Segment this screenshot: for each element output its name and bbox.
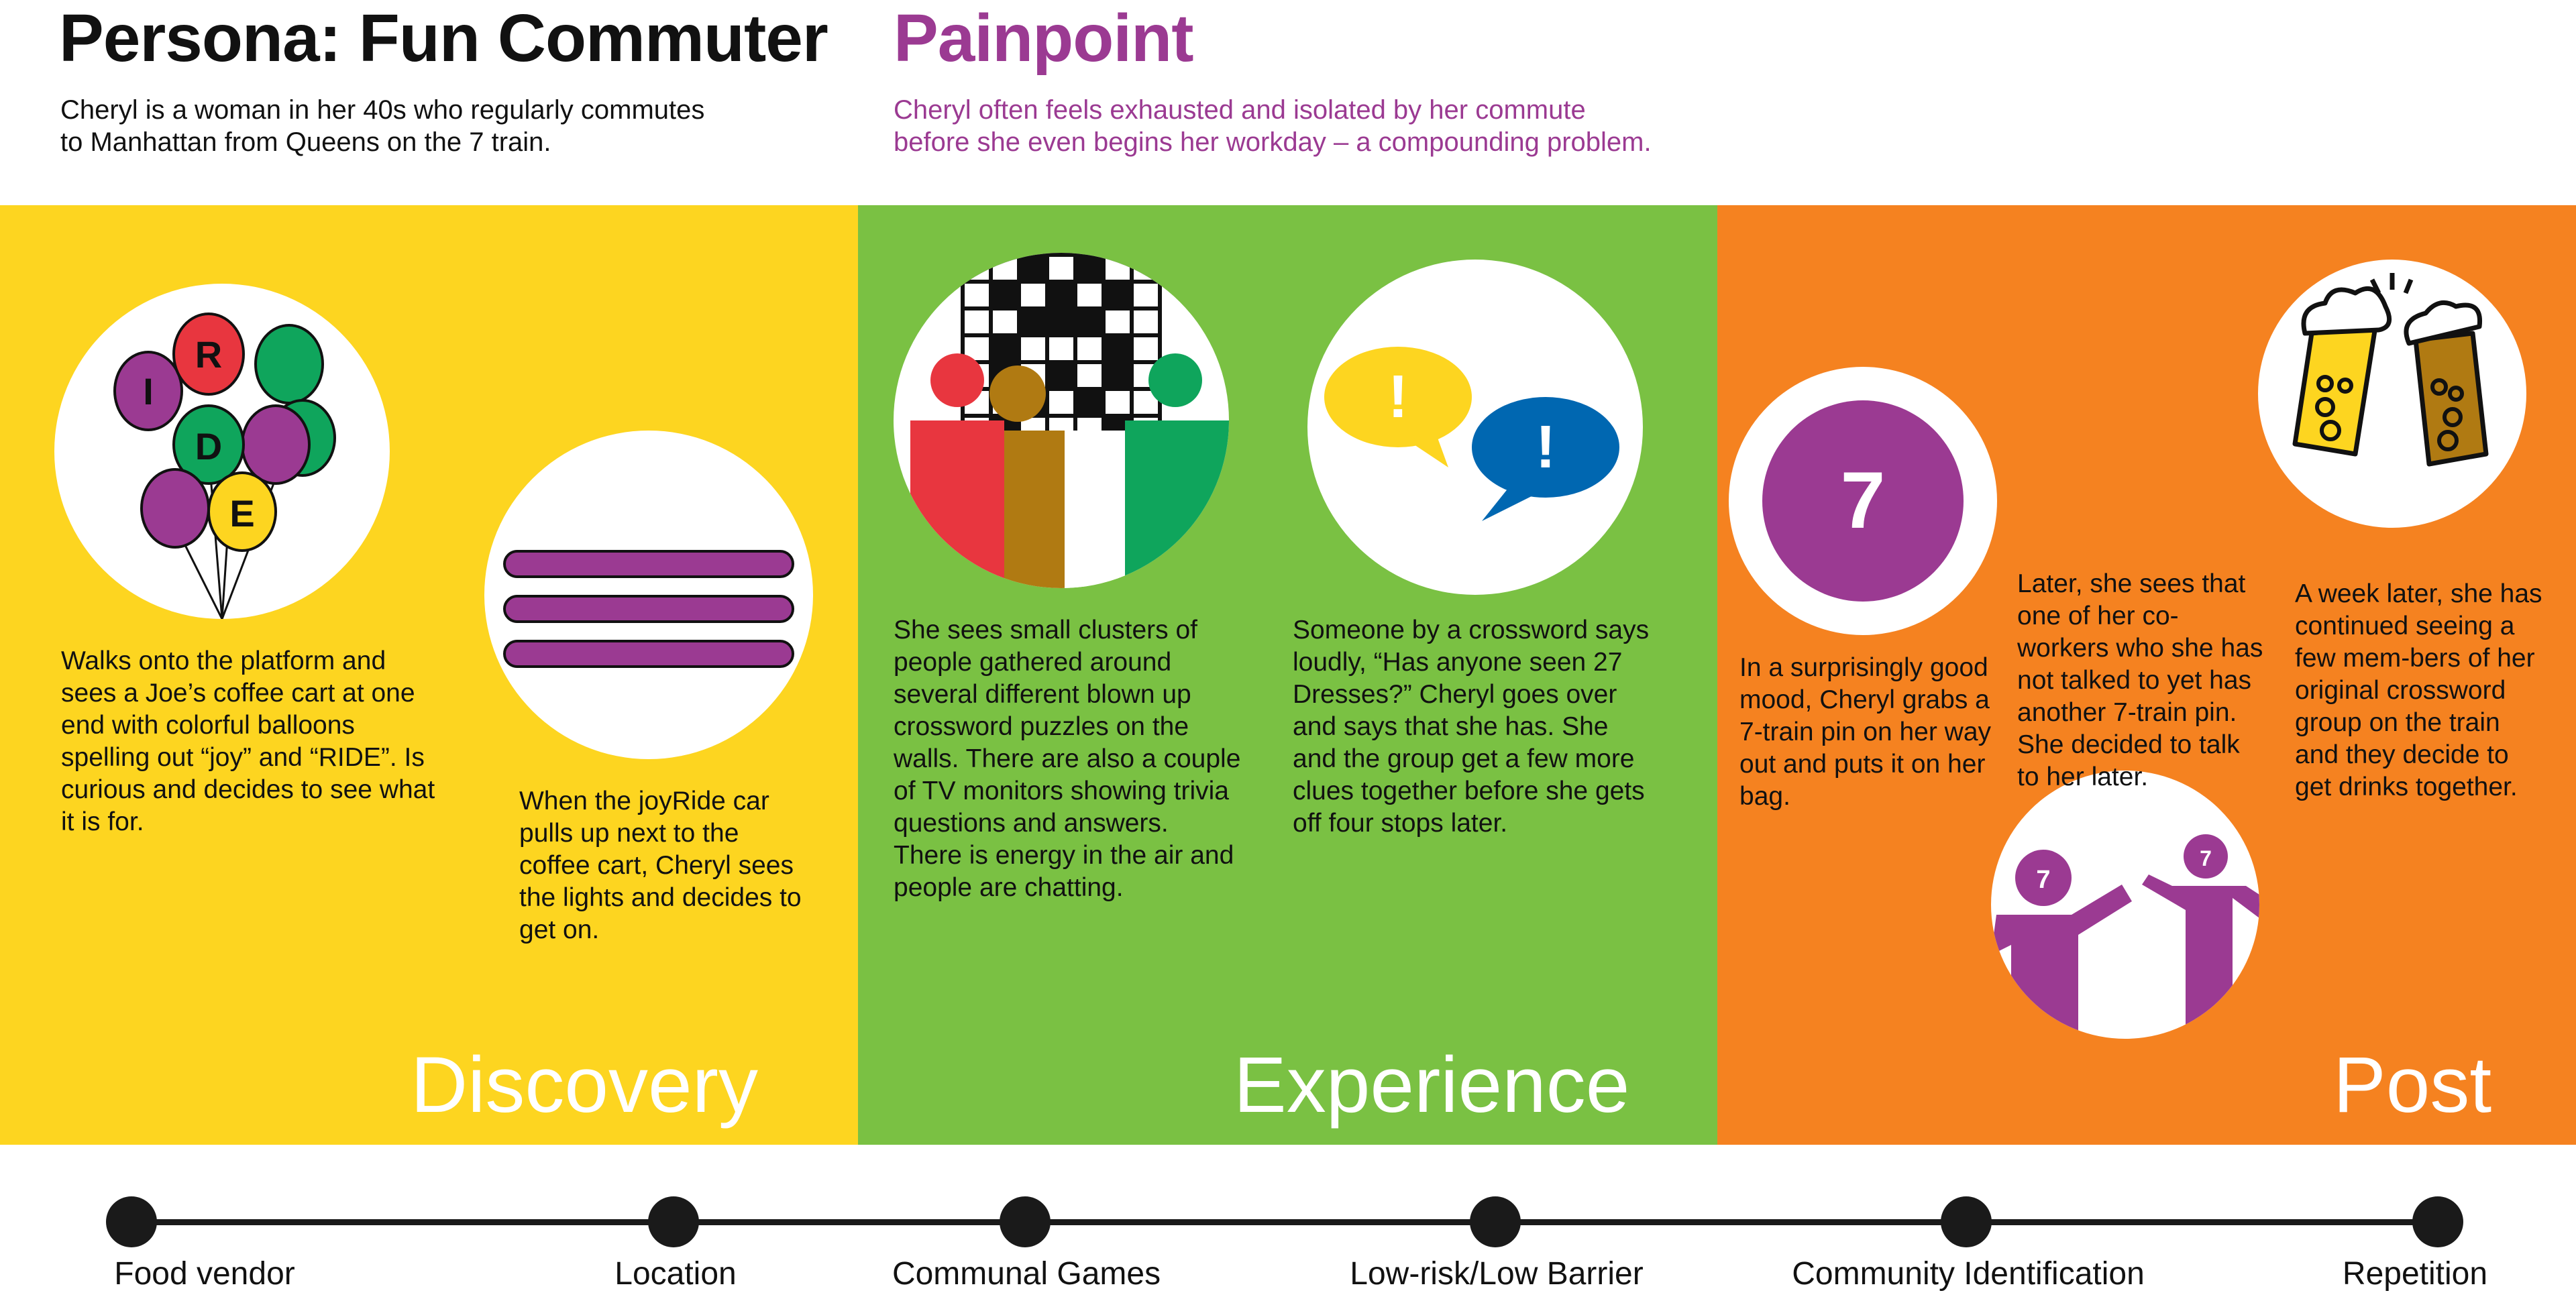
timeline-label: Low-risk/Low Barrier — [1350, 1256, 1644, 1292]
coworkers-pins-icon: 7 7 — [1991, 771, 2259, 1039]
crossword-cell — [1134, 310, 1158, 333]
timeline-label: Location — [614, 1256, 737, 1292]
post-step-3: A week later, she has continued seeing a… — [2295, 579, 2542, 801]
balloon-letter: E — [229, 492, 254, 534]
crossword-cell — [965, 310, 989, 333]
svg-text:7: 7 — [2036, 866, 2050, 894]
timeline-line — [131, 1219, 2438, 1225]
balloon-letter: I — [143, 370, 154, 412]
crossword-cell — [1021, 284, 1045, 306]
crossword-group-icon — [894, 253, 1229, 588]
crossword-cell — [1106, 391, 1130, 414]
timeline-label: Community Identification — [1792, 1256, 2145, 1292]
painpoint-desc-line: Cheryl often feels exhausted and isolate… — [894, 95, 1586, 125]
pin-number: 7 — [1841, 455, 1886, 545]
persona-desc-line: Cheryl is a woman in her 40s who regular… — [60, 95, 705, 125]
seven-train-pin-icon: 7 — [1729, 367, 1997, 635]
timeline-dot — [106, 1196, 157, 1247]
crossword-cell — [1021, 337, 1045, 360]
discovery-step-2: When the joyRide car pulls up next to th… — [519, 787, 802, 944]
crossword-cell — [1077, 284, 1102, 306]
timeline-label: Communal Games — [892, 1256, 1161, 1292]
crossword-cell — [1106, 310, 1130, 333]
persona-desc-line: to Manhattan from Queens on the 7 train. — [60, 127, 551, 157]
painpoint-title: Painpoint — [894, 1, 1194, 76]
crossword-cell — [1077, 337, 1102, 360]
persona-description: Cheryl is a woman in her 40s who regular… — [60, 94, 704, 158]
post-step-2: Later, she sees that one of her co-worke… — [2017, 569, 2263, 791]
timeline-dot — [1941, 1196, 1992, 1247]
phase-label-discovery: Discovery — [411, 1041, 758, 1129]
crossword-cell — [1049, 391, 1073, 414]
svg-text:!: ! — [1536, 414, 1556, 481]
crossword-cell — [1049, 257, 1073, 280]
svg-text:7: 7 — [2200, 846, 2212, 870]
crossword-cell — [1134, 337, 1158, 360]
light-bars-icon — [484, 431, 813, 759]
timeline-label: Food vendor — [114, 1256, 295, 1292]
beer-toast-icon — [2258, 260, 2526, 528]
crossword-cell — [965, 284, 989, 306]
balloon-letter: D — [195, 425, 222, 467]
crossword-cell — [1049, 337, 1073, 360]
balloon-letter: R — [195, 333, 222, 376]
discovery-step-1: Walks onto the platform and sees a Joe’s… — [61, 646, 435, 836]
experience-step-1: She sees small clusters of people gather… — [894, 616, 1241, 902]
timeline-dot — [1470, 1196, 1521, 1247]
timeline-dot — [2412, 1196, 2463, 1247]
crossword-cell — [993, 310, 1017, 333]
phase-label-post: Post — [2333, 1041, 2492, 1129]
balloons-icon: R I D E — [54, 284, 390, 619]
timeline-dot — [648, 1196, 699, 1247]
painpoint-desc-line: before she even begins her workday – a c… — [894, 127, 1652, 157]
crossword-cell — [1134, 284, 1158, 306]
crossword-cell — [1077, 364, 1102, 387]
persona-title: Persona: Fun Commuter — [59, 1, 828, 76]
post-step-1: In a surprisingly good mood, Cheryl grab… — [1739, 653, 1992, 811]
speech-bubbles-icon: ! ! — [1307, 260, 1643, 595]
painpoint-description: Cheryl often feels exhausted and isolate… — [894, 94, 1652, 158]
timeline-label: Repetition — [2342, 1256, 2488, 1292]
timeline-dot — [1000, 1196, 1051, 1247]
experience-step-2: Someone by a crossword says loudly, “Has… — [1293, 616, 1650, 838]
svg-text:!: ! — [1388, 363, 1408, 431]
phase-label-experience: Experience — [1234, 1041, 1630, 1129]
